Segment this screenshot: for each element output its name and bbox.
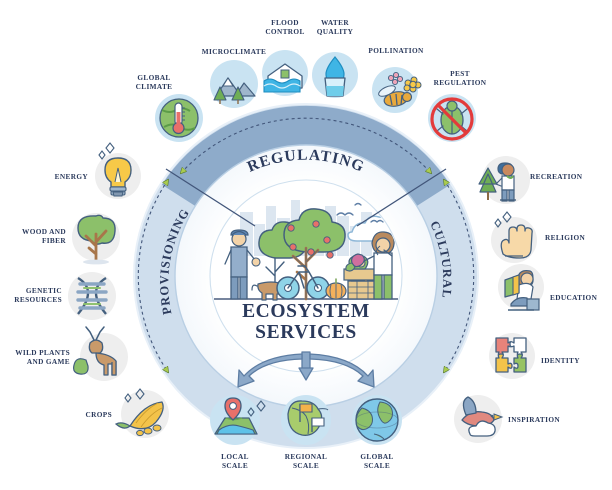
pumpkin [325,278,347,300]
center-title-line2: SERVICES [255,322,357,343]
water-glass-icon[interactable] [312,52,358,98]
bee-flower-icon[interactable] [372,67,422,113]
label-microclimate: MICROCLIMATE [201,47,267,56]
sparkles [98,142,115,160]
label-pest-regulation: PEST REGULATION [433,69,487,87]
bicycle [276,265,330,300]
open-hand-icon[interactable] [491,211,537,263]
dna-helix-icon[interactable] [68,272,116,320]
label-regional-scale: REGIONAL SCALE [284,452,328,470]
mountains-trees-icon[interactable] [210,60,258,108]
label-flood-control: FLOOD CONTROL [265,18,305,36]
label-inspiration: INSPIRATION [508,415,560,424]
label-pollination: POLLINATION [368,46,424,55]
label-energy: ENERGY [54,172,88,181]
label-local-scale: LOCAL SCALE [221,452,249,470]
label-global-climate: GLOBAL CLIMATE [135,73,173,91]
woman-figure [345,231,395,300]
label-wild-plants: WILD PLANTS AND GAME [15,348,70,366]
bird-cloud-icon[interactable] [454,395,504,443]
flower-small [387,71,404,86]
label-recreation: RECREATION [530,172,583,181]
label-identity: IDENTITY [541,356,580,365]
label-wood-and-fiber: WOOD AND FIBER [22,227,66,245]
label-crops: CROPS [85,410,112,419]
hiker-tree-icon[interactable] [478,156,530,204]
corn-icon[interactable] [114,388,169,438]
label-global-scale: GLOBAL SCALE [360,452,394,470]
globe-icon[interactable] [352,395,402,445]
apple-tree [283,208,346,301]
lightbulb-icon[interactable] [95,142,141,199]
wedge-divider-lines [165,168,447,227]
page-title: ECOSYSTEM SERVICES [206,301,406,343]
center-title-line1: ECOSYSTEM [242,301,370,322]
regulating-dotted-arc [181,117,431,173]
tree-icon[interactable] [72,213,120,265]
thermometer-globe-icon[interactable] [155,94,203,142]
regulating-arc [161,105,451,207]
map-pin-terrain-icon[interactable] [210,395,266,445]
label-religion: RELIGION [545,233,586,242]
cultural-dotted-arc [444,180,475,372]
region-flags-icon[interactable] [281,395,331,445]
label-education: EDUCATION [550,293,598,302]
sparkles [247,400,266,417]
label-water-quality: WATER QUALITY [316,18,354,36]
scale-arrows [237,351,375,388]
puzzle-pieces-icon[interactable] [489,333,535,379]
flower-yellow [403,76,422,93]
sparkles [124,388,145,403]
flooded-house-icon[interactable] [262,50,308,96]
provisioning-dotted-arc [137,180,168,372]
birds-icon [336,202,384,223]
reading-person-icon[interactable] [498,264,544,311]
label-genetic-resources: GENETIC RESOURCES [14,286,62,304]
deer-icon[interactable] [73,326,128,381]
no-pest-icon[interactable] [428,94,476,142]
sparkles [494,211,512,228]
farmer-figure [224,229,261,300]
